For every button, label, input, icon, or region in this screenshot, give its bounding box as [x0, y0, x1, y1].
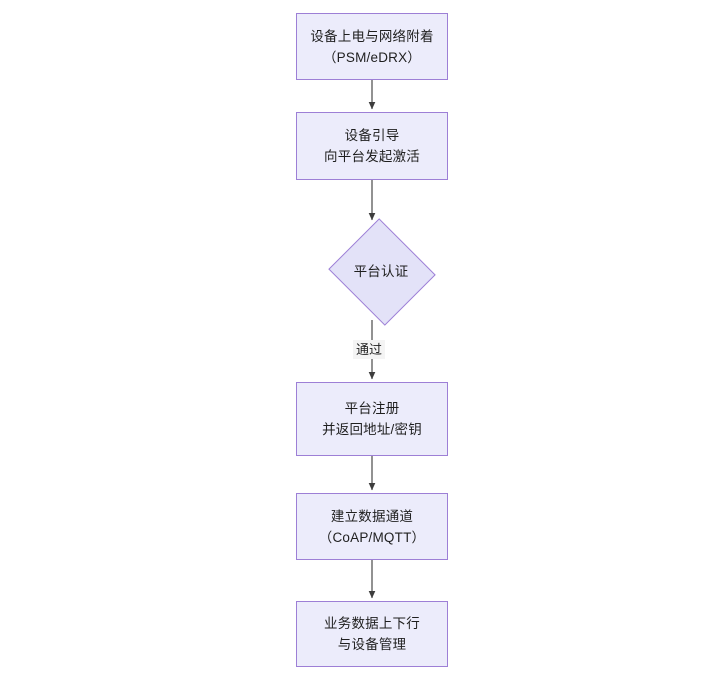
node-label-line: 设备引导	[344, 128, 400, 143]
node-label-line: 向平台发起激活	[324, 149, 420, 164]
node-label-line: 业务数据上下行	[324, 616, 420, 631]
node-label-line: 与设备管理	[337, 637, 407, 652]
node-label-line: 平台认证	[353, 263, 409, 279]
node-business-data-and-device-management[interactable]: 业务数据上下行 与设备管理	[296, 601, 448, 667]
node-label-line: （CoAP/MQTT）	[318, 529, 426, 545]
node-label-line: 并返回地址/密钥	[322, 422, 422, 437]
edge-label-pass: 通过	[353, 340, 386, 359]
node-label-line: 设备上电与网络附着	[310, 28, 434, 44]
node-device-power-on[interactable]: 设备上电与网络附着 （PSM/eDRX）	[296, 13, 448, 80]
node-platform-authentication[interactable]: 平台认证	[326, 218, 436, 326]
node-label-line: （PSM/eDRX）	[322, 49, 422, 65]
node-label-line: 平台注册	[344, 401, 400, 416]
node-platform-registration[interactable]: 平台注册 并返回地址/密钥	[296, 382, 448, 456]
node-establish-data-channel[interactable]: 建立数据通道 （CoAP/MQTT）	[296, 493, 448, 560]
node-label-line: 建立数据通道	[330, 508, 414, 524]
node-device-bootstrap[interactable]: 设备引导 向平台发起激活	[296, 112, 448, 180]
